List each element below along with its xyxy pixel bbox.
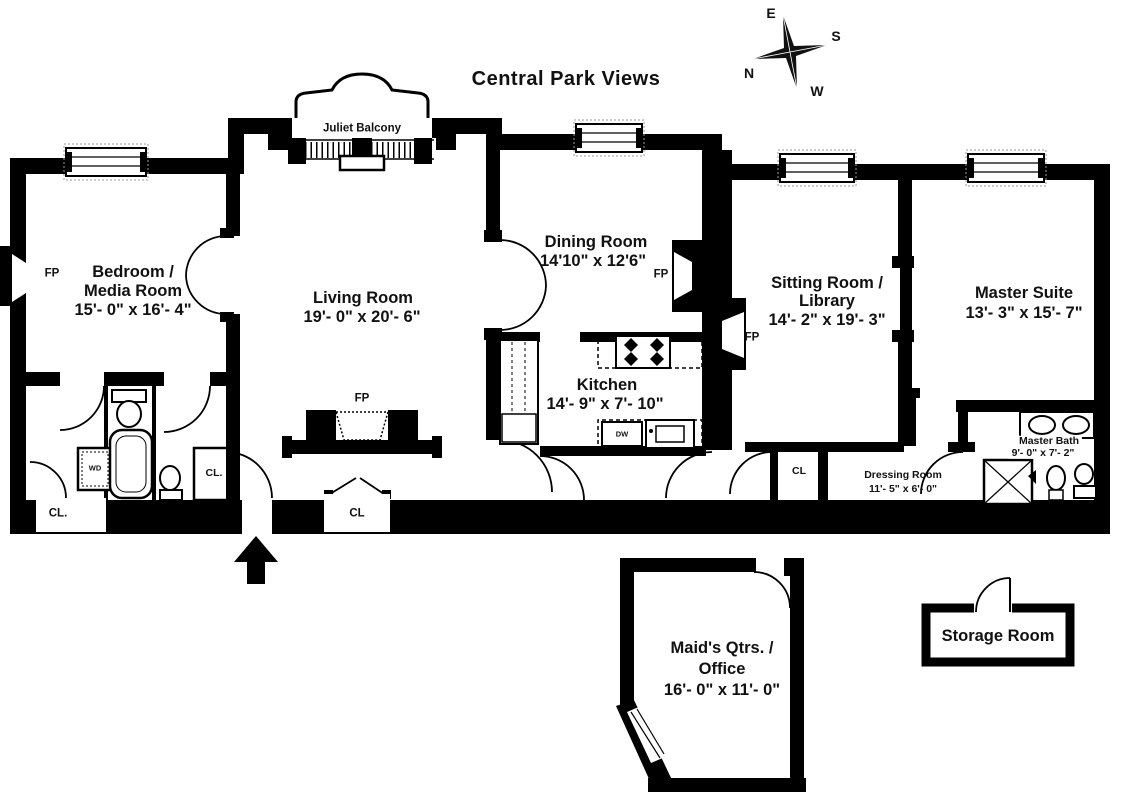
dining-room-label: Dining Room [544,232,648,251]
kitchen-dims: 14'- 9" x 7'- 10" [543,396,667,413]
compass-rose [752,14,828,90]
fireplaces [0,246,744,458]
kitchen-label: Kitchen [573,377,641,394]
master-bath-dims: 9'- 0" x 7'- 2" [1008,448,1078,459]
dishwasher-label: DW [615,429,629,439]
entry-arrow [234,536,278,584]
window-sitting [777,149,857,187]
compass-east-label: E [766,5,776,21]
compass-west-label: W [810,83,824,99]
plan-title: Central Park Views [471,68,661,90]
living-room-label: Living Room [313,288,413,307]
living-room-dims: 19'- 0" x 20'- 6" [303,307,421,326]
fireplace-label-living: FP [354,392,370,405]
bedroom-dims: 15'- 0" x 16'- 4" [74,300,192,319]
interior-walls [26,150,1094,500]
sitting-room-dims: 14'- 2" x 19'- 3" [768,310,886,329]
maids-label-line2: Office [698,659,746,678]
maids-room-walls [616,558,806,792]
sitting-room-label-line2: Library [799,291,855,310]
doors [29,235,964,501]
window-master [965,149,1047,187]
master-bath-fixtures [982,411,1097,506]
master-suite-label: Master Suite [974,283,1074,302]
dressing-room-dims: 11'- 5" x 6'- 0" [868,482,938,495]
compass-south-label: S [831,28,841,44]
kitchen-fixtures [499,335,703,449]
storage-room-walls [921,577,1075,667]
closet-label-sitting: CL [792,464,806,477]
bathroom-fixtures [76,389,240,502]
maids-dims: 16'- 0" x 11'- 0" [663,680,781,699]
bedroom-label-line1: Bedroom / [92,262,174,281]
master-bath-label: Master Bath [1015,436,1083,447]
window-bedroom [63,143,149,181]
juliet-balcony-structure [288,72,436,172]
dressing-room-label: Dressing Room [864,468,942,481]
master-suite-dims: 13'- 3" x 15'- 7" [965,303,1083,322]
fireplace-label-sitting: FP [744,331,760,344]
closet-label-bottom-left: CL. [48,507,68,520]
living-fireplace [282,410,442,458]
compass-north-label: N [743,65,755,81]
washer-dryer-label: WD [88,463,102,473]
dining-room-dims: 14'10" x 12'6" [539,251,647,270]
fireplace-label-dining: FP [653,268,669,281]
window-dining [573,119,645,157]
closet-label-living: CL [349,507,365,520]
fireplace-label-bedroom: FP [44,267,60,280]
windows [63,119,1047,187]
juliet-balcony-label: Juliet Balcony [323,122,401,135]
closet-notches [36,494,390,534]
storage-room-label: Storage Room [941,626,1055,645]
sitting-room-label-line1: Sitting Room / [771,273,883,292]
maids-label-line1: Maid's Qtrs. / [670,638,774,657]
bedroom-label-line2: Media Room [83,281,183,300]
closet-label-entry: CL. [205,466,223,479]
